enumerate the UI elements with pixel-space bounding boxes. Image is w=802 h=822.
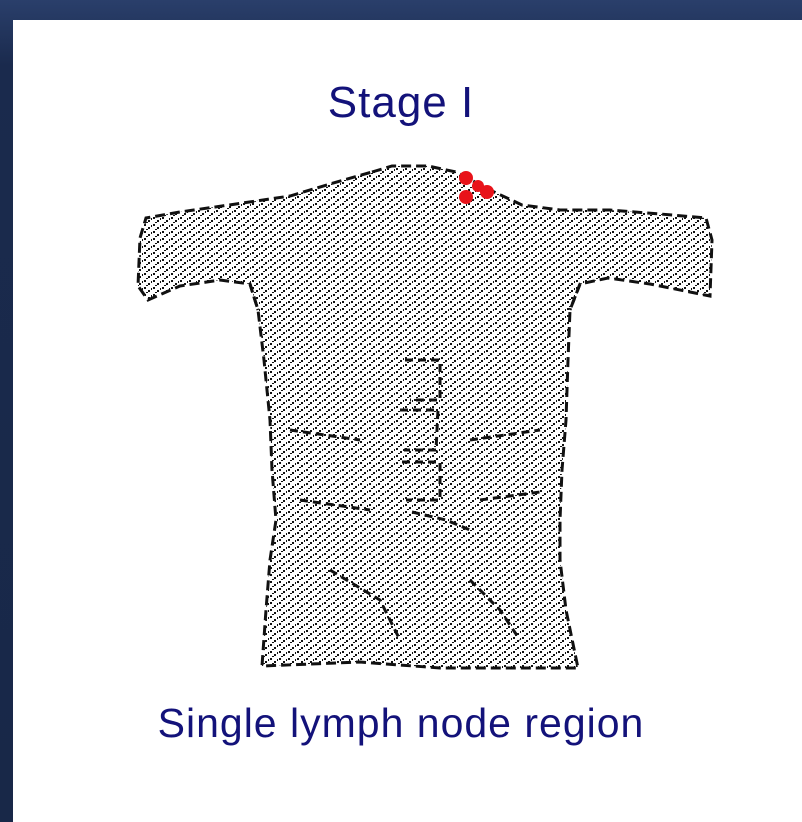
lymph-node — [459, 171, 473, 185]
lymph-node-cluster — [459, 171, 494, 204]
lymph-node — [459, 190, 473, 204]
torso-silhouette — [136, 164, 714, 670]
torso-inner-lines — [248, 283, 582, 641]
lymph-node — [480, 185, 494, 199]
slide-title: Stage I — [327, 78, 475, 127]
slide-caption: Single lymph node region — [157, 700, 645, 746]
